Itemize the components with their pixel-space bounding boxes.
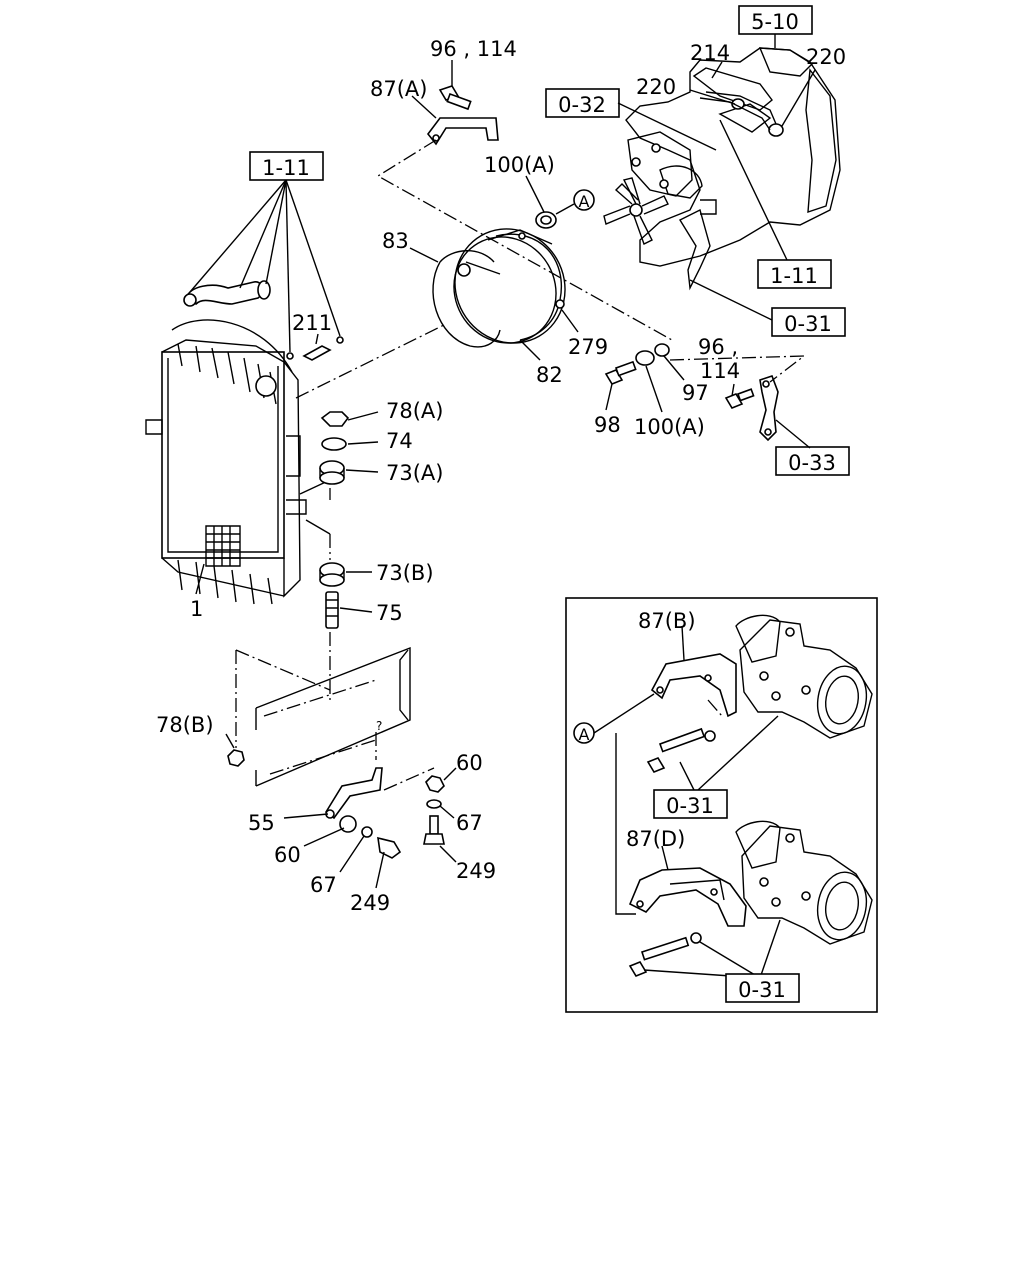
bracket-87b[interactable]: [650, 653, 737, 718]
grommet-100a-top[interactable]: [535, 211, 557, 229]
label-67-right: 67: [456, 811, 483, 835]
engine-assembly: [603, 47, 841, 291]
label-73b: 73(B): [376, 561, 434, 585]
label-74: 74: [386, 429, 413, 453]
water-pump-lower: [735, 820, 873, 945]
label-114-right: 114: [700, 359, 740, 383]
bolt-98[interactable]: [604, 360, 637, 385]
frame-hole-mark: ?: [376, 719, 382, 733]
label-87b: 87(B): [638, 609, 696, 633]
label-73a: 73(A): [386, 461, 443, 485]
label-220-right: 220: [806, 45, 846, 69]
ref-box-0-31-top[interactable]: 0-31: [771, 307, 846, 337]
nut-78a[interactable]: [320, 411, 350, 427]
bolt-inset-upper[interactable]: [646, 727, 716, 773]
bolt-inset-lower[interactable]: [628, 932, 702, 977]
label-249-right: 249: [456, 859, 496, 883]
label-60-left: 60: [274, 843, 301, 867]
cushion-73a[interactable]: [319, 460, 345, 485]
ref-box-5-10[interactable]: 5-10: [738, 5, 813, 35]
spacer-97[interactable]: [654, 343, 670, 357]
label-87a: 87(A): [370, 77, 427, 101]
radiator-1[interactable]: [145, 319, 307, 605]
label-78a: 78(A): [386, 399, 443, 423]
ref-0-31-inset-lower-label: 0-31: [738, 978, 786, 1002]
label-60-right: 60: [456, 751, 483, 775]
ref-box-1-11-right[interactable]: 1-11: [757, 259, 832, 289]
washer-67-right[interactable]: [426, 799, 442, 809]
shroud-seal-83[interactable]: [432, 250, 501, 348]
ref-box-0-31-inset-upper[interactable]: 0-31: [653, 789, 728, 819]
ref-1-11-right-label: 1-11: [770, 264, 818, 288]
ref-box-0-33[interactable]: 0-33: [775, 446, 850, 476]
nut-60-right[interactable]: [425, 775, 445, 793]
label-279: 279: [568, 335, 608, 359]
bolt-249-left[interactable]: [377, 836, 402, 859]
bolt-249-right[interactable]: [423, 815, 445, 845]
label-220-left: 220: [636, 75, 676, 99]
stud-75[interactable]: [325, 591, 339, 629]
label-78b: 78(B): [156, 713, 214, 737]
label-83: 83: [382, 229, 409, 253]
label-82: 82: [536, 363, 563, 387]
upper-hose[interactable]: [183, 280, 271, 307]
cushion-73b[interactable]: [319, 562, 345, 587]
bracket-87d[interactable]: [628, 867, 747, 927]
label-87d: 87(D): [626, 827, 685, 851]
label-211: 211: [292, 311, 332, 335]
nut-60-left[interactable]: [339, 815, 357, 833]
label-96-114-top: 96 , 114: [430, 37, 517, 61]
washer-100a[interactable]: [635, 350, 655, 366]
ref-box-0-32[interactable]: 0-32: [545, 88, 620, 118]
label-100a-bottom: 100(A): [634, 415, 705, 439]
label-98: 98: [594, 413, 621, 437]
label-214: 214: [690, 41, 730, 65]
circle-a-inset-label: A: [579, 725, 590, 744]
circle-a-top-label: A: [579, 192, 590, 211]
circle-a-top: A: [573, 189, 595, 211]
label-55: 55: [248, 811, 275, 835]
label-96-right: 96 ,: [698, 335, 738, 359]
small-hose-211[interactable]: [286, 336, 344, 361]
circle-a-inset: A: [573, 722, 595, 744]
ref-0-32-label: 0-32: [558, 93, 606, 117]
label-249-left: 249: [350, 891, 390, 915]
label-100a-top: 100(A): [484, 153, 555, 177]
ref-0-31-inset-upper-label: 0-31: [666, 794, 714, 818]
cooling-fan: [603, 177, 669, 245]
ref-0-33-label: 0-33: [788, 451, 836, 475]
bracket-55[interactable]: [324, 767, 383, 820]
label-67-left: 67: [310, 873, 337, 897]
nut-78b[interactable]: [227, 749, 245, 767]
label-97: 97: [682, 381, 709, 405]
bolt-96-114-top[interactable]: [438, 85, 472, 111]
bracket-87a[interactable]: [426, 117, 499, 146]
ref-0-31-top-label: 0-31: [784, 312, 832, 336]
ref-1-11-left-label: 1-11: [262, 156, 310, 180]
ref-box-1-11-left[interactable]: 1-11: [249, 151, 324, 181]
label-1: 1: [190, 597, 203, 621]
fan-shroud-82[interactable]: [434, 209, 586, 363]
ref-box-0-31-inset-lower[interactable]: 0-31: [725, 973, 800, 1003]
bracket-right[interactable]: [759, 374, 779, 442]
washer-74[interactable]: [321, 437, 347, 451]
frame-rail: ?: [235, 646, 411, 787]
label-75: 75: [376, 601, 403, 625]
bolt-96-114-right[interactable]: [724, 388, 755, 409]
ref-5-10-label: 5-10: [751, 10, 799, 34]
washer-67-left[interactable]: [361, 826, 373, 838]
water-pump-upper: [735, 614, 873, 739]
